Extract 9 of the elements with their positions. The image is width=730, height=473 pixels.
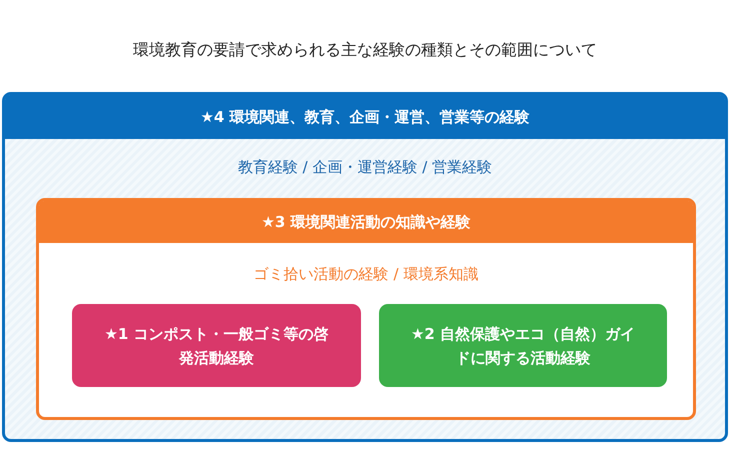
category-box: ★1 コンポスト・一般ゴミ等の啓発活動経験 <box>72 304 361 387</box>
subtitle-text: ゴミ拾い活動の経験 / 環境系知識 <box>254 265 478 283</box>
group-box <box>36 198 696 420</box>
group-box <box>2 92 728 442</box>
heading-band: ★3 環境関連活動の知識や経験 <box>39 201 693 243</box>
title: 環境教育の要請で求められる主な経験の種類とその範囲について <box>132 40 598 61</box>
subtitle-text: 教育経験 / 企画・運営経験 / 営業経験 <box>238 158 492 176</box>
heading-band: ★4 環境関連、教育、企画・運営、営業等の経験 <box>5 95 725 139</box>
category-box: ★2 自然保護やエコ（自然）ガイドに関する活動経験 <box>379 304 667 387</box>
